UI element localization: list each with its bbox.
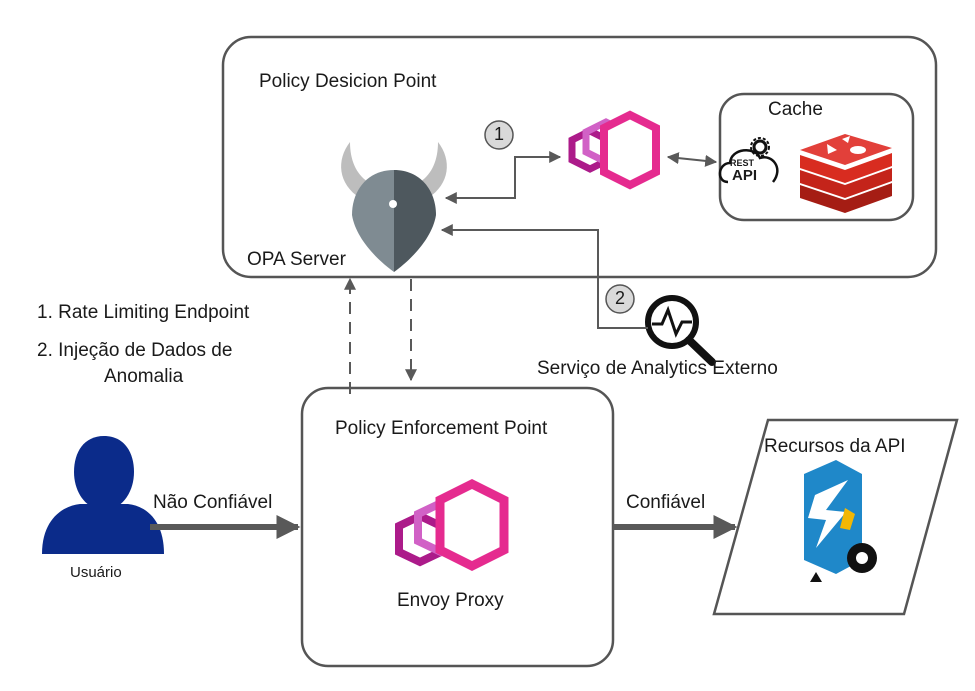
step-2-badge [605,284,635,314]
untrusted-edge-label: Não Confiável [153,492,273,513]
rest-badge-text-bottom: API [732,167,758,184]
analytics-label: Serviço de Analytics Externo [537,358,778,379]
legend-item-2-line-2: Anomalia [104,366,184,387]
api-title: Recursos da API [764,436,906,457]
opa-icon [341,142,447,272]
api-resources-icon [804,460,877,582]
cache-title: Cache [768,99,823,120]
trusted-edge-label: Confiável [626,492,706,513]
step-1-number: 1 [493,124,504,144]
pep-title: Policy Enforcement Point [335,418,548,439]
envoy-icon-pdp [568,110,660,190]
cache-container [718,92,915,222]
envoy-proxy-label: Envoy Proxy [397,590,504,611]
rest-api-icon [718,137,779,184]
redis-icon [800,134,892,213]
envoy-icon-pep [395,478,509,572]
pdp-container [221,35,938,279]
user-label: Usuário [70,564,122,581]
step-1-badge [484,120,514,150]
user-icon [42,436,164,554]
api-container [712,418,959,616]
rest-badge-text-top: REST [730,158,755,168]
opa-server-label: OPA Server [247,249,346,270]
legend-item-2-line-1: 2. Injeção de Dados de [37,340,233,361]
legend-item-1: 1. Rate Limiting Endpoint [37,302,250,323]
arrow-envoy-cache [666,152,718,167]
pdp-title: Policy Desicion Point [259,71,437,92]
step-2-number: 2 [614,288,625,308]
arrow-opa-envoy [444,151,562,204]
analytics-magnifier-icon [645,295,716,366]
arrow-analytics-opa [440,224,648,329]
